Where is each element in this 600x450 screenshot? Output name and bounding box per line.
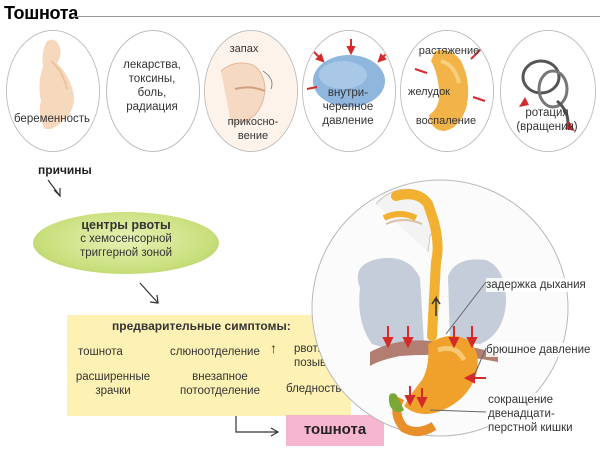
cause-smell-label: запах <box>229 43 259 55</box>
cause-stretch-label: растяжение <box>418 45 480 57</box>
brain-icon <box>303 31 395 151</box>
cause-drugs-line: токсины, <box>128 73 176 85</box>
cause-pressure-line: давление <box>322 115 374 127</box>
vomit-center-line: триггерной зоной <box>79 247 173 259</box>
symptom-sweat: внезапное потоотделение <box>170 370 270 398</box>
cause-rotation-line: ротация <box>525 107 569 119</box>
symptoms-arrow <box>235 416 278 433</box>
label-abdominal-pressure: брюшное давление <box>486 343 591 357</box>
cause-circle-pressure <box>302 30 396 152</box>
symptom-pupils: расширенные зрачки <box>74 370 152 398</box>
vomit-center-text: центры рвоты с хемосенсорной триггерной … <box>33 218 219 260</box>
stomach-icon <box>401 31 493 151</box>
pre-symptoms-title: предварительные симптомы: <box>112 319 291 333</box>
result-label: тошнота <box>303 421 367 438</box>
symptom-nausea: тошнота <box>78 346 123 358</box>
cause-pressure-line: внутри- <box>327 87 369 99</box>
diagram-title: Тошнота <box>4 3 79 23</box>
cause-pregnancy-label: беременность <box>13 113 91 125</box>
result-box <box>286 415 384 446</box>
cause-pressure-line: черепное <box>322 101 374 113</box>
cause-touch-line: прикосно- <box>227 116 279 128</box>
label-duodenum-line: перстной кишки <box>488 422 573 434</box>
pregnant-woman-icon <box>7 31 99 151</box>
label-breath-hold: задержка дыхания <box>486 278 586 292</box>
center-arrow-head <box>149 294 159 304</box>
cause-circle-pregnancy <box>6 30 100 152</box>
center-arrow <box>139 282 159 304</box>
symptom-sweat-line: внезапное <box>192 371 248 383</box>
cause-pressure-label: внутри- черепное давление <box>302 86 394 128</box>
cause-drugs-label: лекарства, токсины, боль, радиация <box>106 58 198 114</box>
vomit-center-ellipse <box>33 212 219 274</box>
symptom-pupils-line: зрачки <box>95 385 131 397</box>
pre-symptoms-box <box>67 315 351 416</box>
symptom-pallor: бледность <box>286 383 342 395</box>
cause-stomach-label: желудок <box>407 86 450 98</box>
vomit-center-title: центры рвоты <box>81 218 171 232</box>
symptom-sweat-line: потоотделение <box>180 385 260 397</box>
causes-label: причины <box>38 163 92 177</box>
cause-touch-label: прикосно- вение <box>212 115 294 143</box>
symptom-salivation: слюноотделение <box>170 346 260 358</box>
title-rule <box>74 16 600 17</box>
cause-circle-rotation <box>500 30 596 152</box>
torso-illustration <box>311 179 569 437</box>
cause-rotation-label: ротация (вращения) <box>502 106 592 134</box>
cause-circle-smell-touch <box>204 30 298 152</box>
symptoms-arrow-head <box>270 427 280 437</box>
label-duodenum-line: сокращение <box>488 394 553 406</box>
cause-rotation-line: (вращения) <box>516 121 578 133</box>
cause-circle-stomach <box>400 30 494 152</box>
cause-inflammation-label: воспаление <box>415 115 477 127</box>
causes-arrow-head <box>53 188 61 198</box>
symptom-pupils-line: расширенные <box>75 371 151 383</box>
label-duodenum-contraction: сокращение двенадцати- перстной кишки <box>488 393 573 435</box>
cause-circle-drugs <box>106 30 200 152</box>
cause-drugs-line: радиация <box>126 101 178 113</box>
vomit-center-line: с хемосенсорной <box>80 233 172 245</box>
cause-touch-line: вение <box>237 130 269 142</box>
head-profile-icon <box>205 31 297 151</box>
inner-ear-icon <box>501 31 595 151</box>
cause-drugs-line: лекарства, <box>123 59 181 71</box>
label-duodenum-line: двенадцати- <box>488 408 555 420</box>
cause-drugs-line: боль, <box>137 87 167 99</box>
arrow-up-icon: ↑ <box>270 340 277 356</box>
